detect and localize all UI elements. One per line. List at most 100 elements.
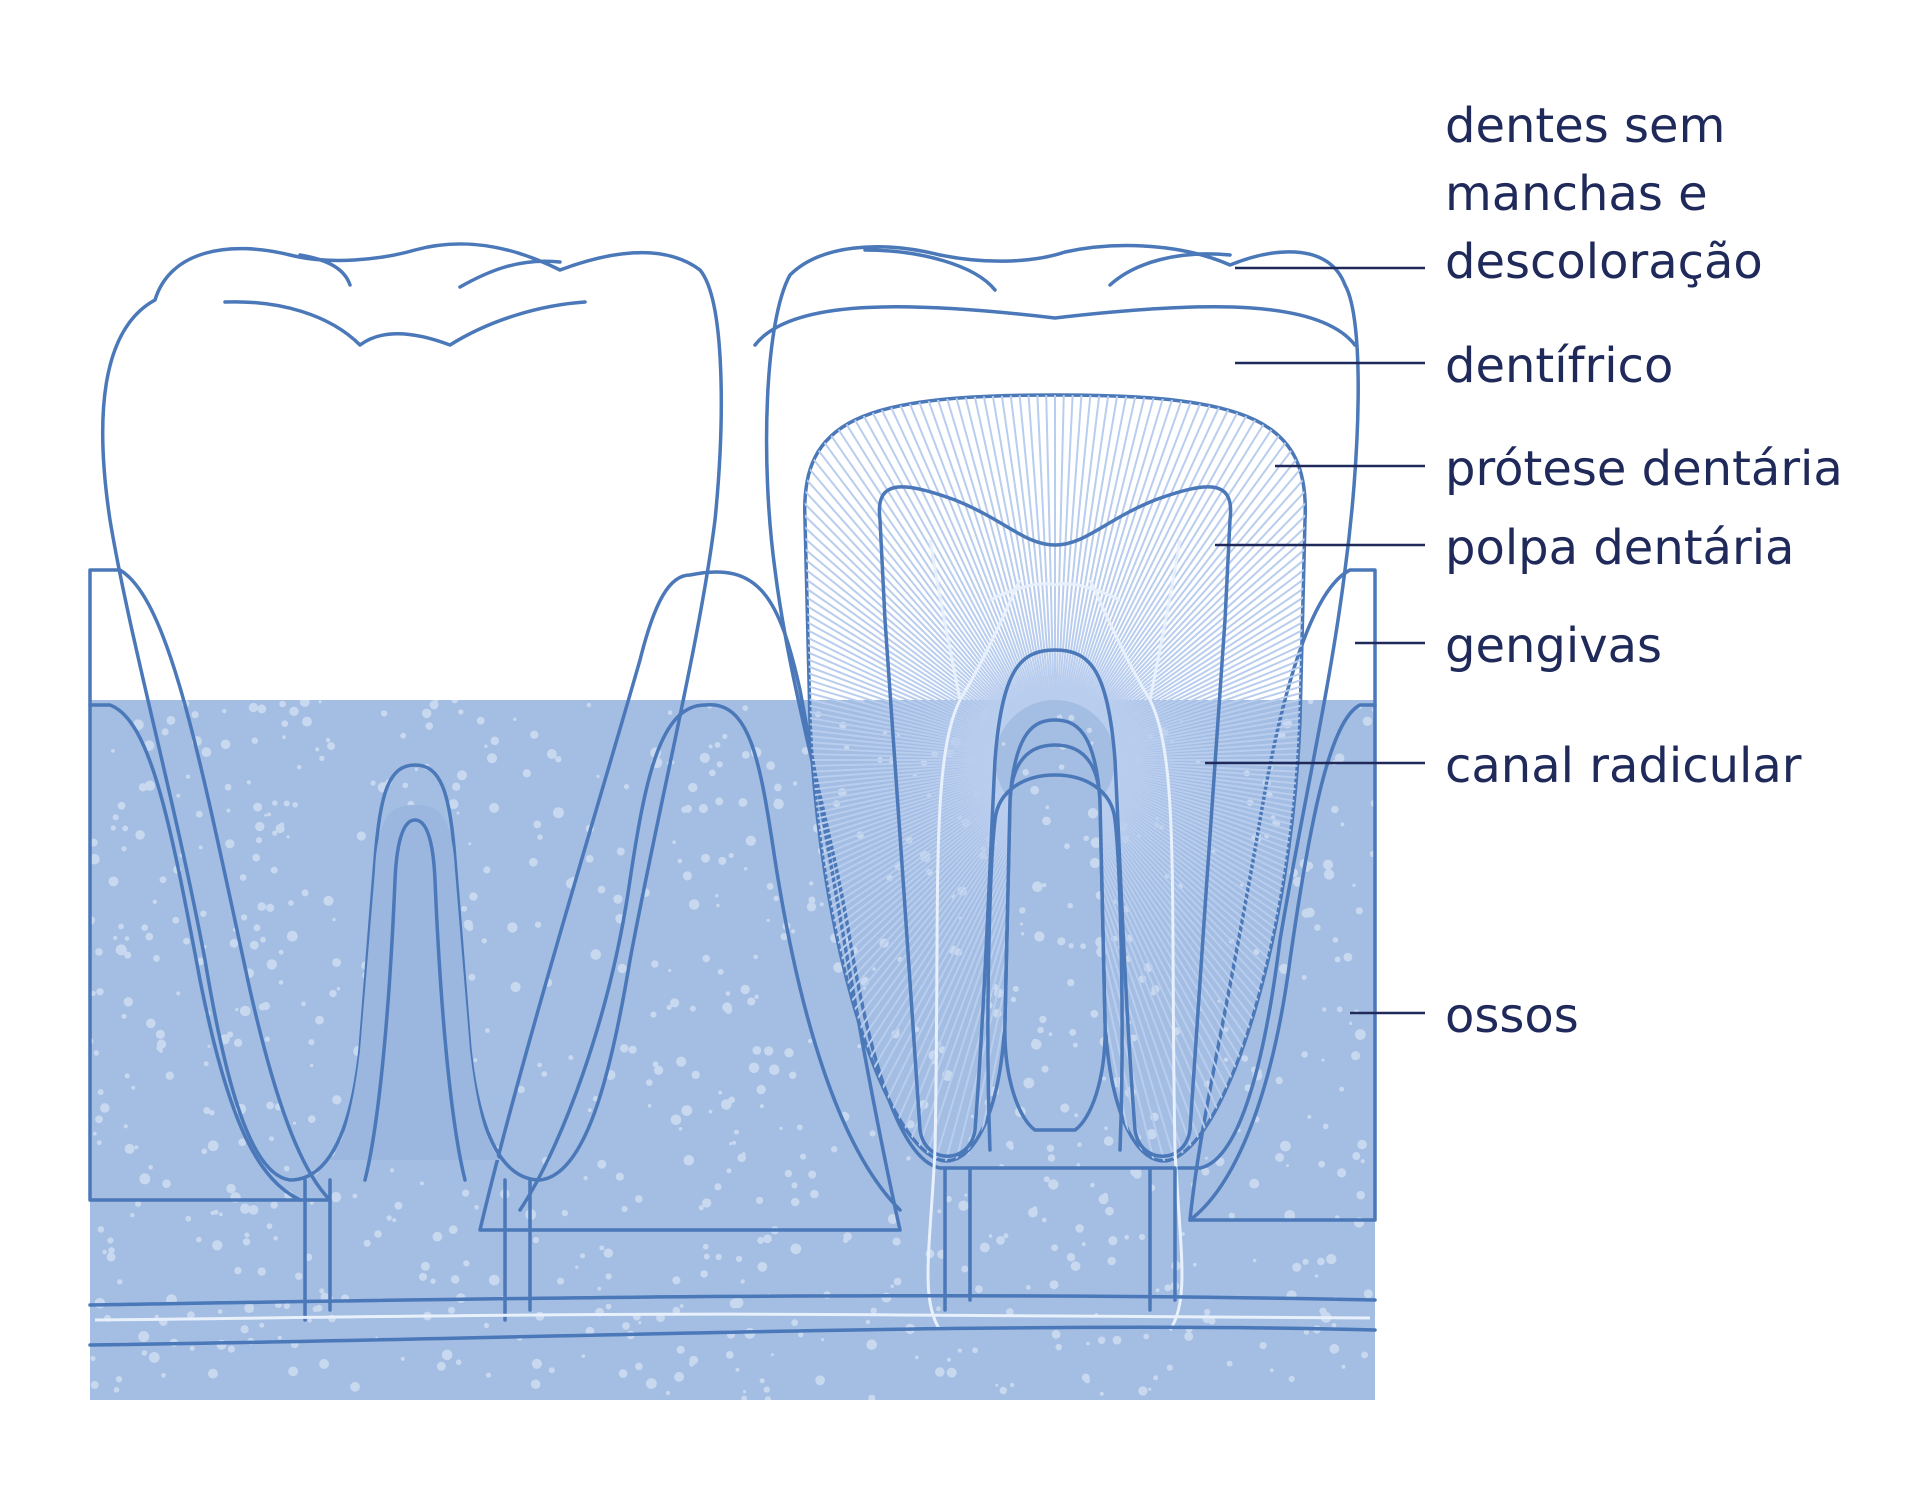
cementum-hatch-line <box>1104 792 1306 1145</box>
gum-middle <box>478 570 902 1232</box>
bone-speckle <box>728 1096 736 1104</box>
cementum-hatch-line <box>804 773 997 929</box>
bone-speckle <box>1081 1242 1086 1247</box>
bone-speckle <box>102 1249 107 1255</box>
cementum-hatch-line <box>1114 657 1306 753</box>
cementum-hatch-line <box>804 799 1011 1161</box>
right-tooth-nerves <box>926 539 1184 1331</box>
bone-speckle <box>121 1013 127 1019</box>
bone-speckle <box>597 885 606 894</box>
cementum-hatch-line <box>804 674 996 754</box>
bone-speckle <box>307 1115 316 1123</box>
bone-speckle <box>224 783 232 791</box>
cementum-hatch-line <box>804 774 998 945</box>
cementum-hatch-line <box>1114 766 1306 846</box>
cementum-hatch-line <box>804 395 1016 716</box>
bone-speckle <box>678 1127 683 1131</box>
bone-speckle <box>935 1367 945 1377</box>
bone-speckle <box>402 782 409 789</box>
bone-speckle <box>890 1284 894 1288</box>
bone-speckle <box>759 1104 764 1109</box>
cementum-hatch-line <box>952 395 1048 701</box>
bone-speckle <box>451 700 458 704</box>
bone-speckle <box>1201 1167 1210 1176</box>
cementum-hatch-line <box>936 395 1046 702</box>
bone-speckle <box>106 1252 116 1262</box>
cementum-hatch-line <box>804 575 998 746</box>
bone-speckle <box>1240 883 1244 887</box>
bone-speckle <box>302 716 312 727</box>
bone-speckle <box>1068 943 1074 949</box>
cementum-hatch-line <box>804 395 1014 718</box>
bone-speckle <box>1138 1233 1146 1241</box>
bone-speckle <box>734 1129 739 1135</box>
bone-speckle <box>791 1319 799 1327</box>
bone-speckle <box>113 935 118 941</box>
bone-speckle <box>1042 816 1051 826</box>
bone-speckle <box>652 1061 659 1068</box>
cementum-hatch-line <box>1099 395 1306 721</box>
cementum-hatch-line <box>804 766 996 846</box>
cementum-hatch-line <box>1003 395 1052 701</box>
bone-speckle <box>320 1292 330 1302</box>
cementum-hatch-line <box>1097 395 1306 719</box>
bone-speckle <box>1223 1057 1229 1062</box>
bone-speckle <box>936 1306 941 1312</box>
cementum-hatch-line <box>1112 575 1306 746</box>
bone-speckle <box>729 1142 733 1146</box>
cementum-hatch-line <box>1089 395 1306 713</box>
bone-speckle <box>1104 1126 1108 1131</box>
bone-speckle <box>273 1235 278 1241</box>
cementum-hatch-line <box>1103 793 1306 1159</box>
bone-speckle <box>220 739 231 750</box>
bone-speckle <box>96 988 104 996</box>
cementum-hatch-line <box>1068 395 1224 702</box>
bone-speckle <box>90 1380 99 1389</box>
bone-speckle <box>1041 1217 1047 1223</box>
cementum-hatch-line <box>1095 803 1306 1161</box>
cementum-hatch-line <box>1084 395 1306 709</box>
bone-speckle <box>791 1182 798 1189</box>
cementum-hatch-line <box>804 395 1031 707</box>
bone-speckle <box>1226 1360 1233 1367</box>
bone-speckle <box>597 1159 607 1169</box>
bone-speckle <box>676 1056 687 1067</box>
bone-speckle <box>684 804 692 813</box>
label-bone: ossos <box>1445 988 1579 1044</box>
cementum-hatch-line <box>804 783 1001 1041</box>
cementum-hatch-line <box>1100 395 1306 723</box>
bone-speckle <box>148 1165 153 1170</box>
bone-speckle <box>1331 1323 1337 1328</box>
bone-speckle <box>1074 1113 1079 1118</box>
bone-speckle <box>568 1055 574 1061</box>
bone-speckle <box>1181 1232 1185 1236</box>
bone-speckle <box>356 831 366 841</box>
bone-speckle <box>532 1236 540 1244</box>
bone-speckle <box>309 1200 314 1205</box>
bone-speckle <box>958 1200 969 1211</box>
bone-speckle <box>452 782 461 791</box>
cementum-hatch-line <box>1066 395 1207 702</box>
bone-speckle <box>1090 1010 1099 1018</box>
bone-speckle <box>616 847 625 856</box>
bone-speckle <box>292 802 299 808</box>
bone-speckle <box>1070 1261 1081 1271</box>
bone-speckle <box>131 1085 136 1090</box>
bone-speckle <box>779 1126 783 1131</box>
bone-speckle <box>283 1165 290 1172</box>
bone-speckle <box>152 899 157 904</box>
bone-speckle <box>257 1267 266 1276</box>
bone-speckle <box>716 761 723 768</box>
bone-speckle <box>1090 1182 1095 1188</box>
bone-speckle <box>1318 1160 1326 1168</box>
cementum-hatch-line <box>804 742 996 760</box>
bone-speckle <box>807 1038 813 1044</box>
bone-speckle <box>1077 1142 1082 1147</box>
bone-speckle <box>469 892 478 901</box>
bone-speckle <box>1019 907 1026 914</box>
bone-speckle <box>945 1195 952 1203</box>
bone-speckle <box>530 1379 541 1389</box>
cementum-hatch-line <box>804 641 997 751</box>
bone-speckle <box>653 1065 664 1076</box>
bone-speckle <box>1352 1152 1361 1160</box>
